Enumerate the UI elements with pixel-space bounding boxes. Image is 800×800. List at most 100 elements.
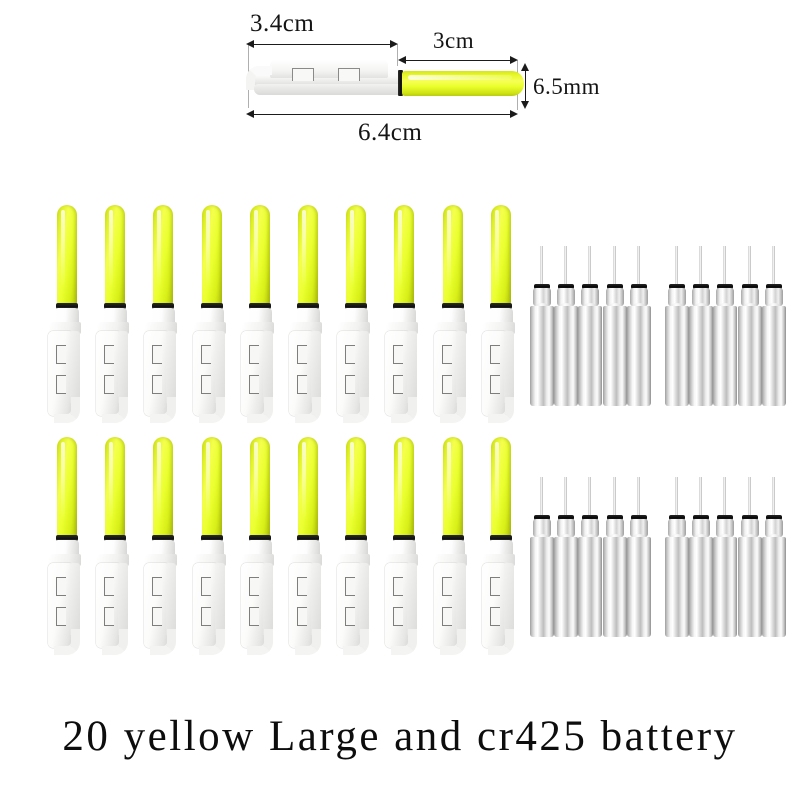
dimension-label-total-length: 6.4cm — [358, 119, 423, 146]
clip-hook — [391, 629, 418, 655]
clip-slot — [393, 345, 404, 364]
clip-hook — [150, 629, 177, 655]
glow-tip — [249, 205, 270, 305]
glow-tip — [201, 437, 222, 537]
clip-slot — [345, 607, 356, 626]
battery-pin-terminal — [699, 477, 703, 517]
battery-pin-terminal — [636, 477, 640, 517]
battery-body — [602, 306, 627, 406]
battery-body — [626, 306, 651, 406]
battery-pin-terminal — [588, 246, 592, 286]
clip-spine — [118, 563, 129, 635]
glow-tip — [394, 437, 415, 537]
sample-glow-tip-highlight — [408, 75, 512, 80]
clip-slot — [441, 375, 452, 394]
battery-pin-terminal — [636, 246, 640, 286]
battery-pin-terminal — [723, 477, 727, 517]
sample-clip-slot — [338, 68, 360, 81]
seal-band — [56, 303, 78, 309]
clip-slot — [200, 375, 211, 394]
battery-collar — [605, 519, 624, 537]
clip-spine — [262, 563, 273, 635]
clip-slot — [200, 577, 211, 596]
clip-slot — [56, 375, 66, 394]
seal-band — [345, 535, 368, 541]
sample-band — [398, 70, 403, 96]
clip-hook — [246, 397, 273, 423]
dimension-tick — [397, 44, 398, 66]
battery-collar — [740, 519, 759, 537]
battery-black-ring — [558, 284, 575, 289]
clip-spine — [407, 563, 418, 635]
glow-tip — [153, 437, 174, 537]
glow-tip — [490, 205, 511, 305]
clip-slot — [152, 577, 163, 596]
battery-pin-terminal — [747, 477, 751, 517]
battery-black-ring — [717, 515, 734, 520]
battery-body — [665, 306, 689, 406]
clip-slot — [248, 345, 259, 364]
battery-black-ring — [717, 284, 734, 289]
battery-pin-terminal — [564, 246, 568, 286]
seal-band — [297, 535, 319, 541]
clip-slot — [441, 607, 452, 626]
battery-pin-terminal — [747, 246, 751, 286]
sample-clip-lip — [254, 84, 404, 95]
clip-hook — [295, 397, 321, 423]
clip-slot — [152, 345, 163, 364]
sample-float-horizontal — [246, 56, 526, 112]
seal-band — [393, 535, 416, 541]
battery-collar — [740, 288, 759, 306]
glow-tip — [105, 205, 126, 305]
battery-black-ring — [606, 515, 623, 520]
battery-body — [665, 537, 689, 637]
clip-hook — [54, 397, 80, 423]
battery-collar — [764, 519, 783, 537]
battery-pin-terminal — [723, 246, 727, 286]
battery-body — [737, 306, 762, 406]
clip-slot — [393, 577, 404, 596]
clip-slot — [345, 375, 356, 394]
seal-band — [200, 303, 223, 309]
battery-collar — [668, 519, 686, 537]
clip-slot — [104, 607, 115, 626]
clip-slot — [345, 345, 356, 364]
battery-body — [554, 306, 579, 406]
battery-collar — [581, 519, 600, 537]
battery-black-ring — [693, 284, 710, 289]
clip-hook — [54, 629, 80, 655]
seal-band — [441, 303, 464, 309]
clip-spine — [214, 563, 225, 635]
clip-slot — [297, 375, 307, 394]
clip-spine — [407, 331, 418, 403]
clip-hook — [102, 397, 129, 423]
seal-band — [104, 303, 127, 309]
clip-hook — [343, 629, 370, 655]
battery-body — [530, 306, 554, 406]
battery-pin-terminal — [540, 246, 543, 286]
sample-clip-hook — [246, 66, 272, 90]
clip-spine — [503, 331, 514, 403]
clip-slot — [248, 607, 259, 626]
battery-pin-terminal — [675, 246, 678, 286]
clip-spine — [455, 563, 466, 635]
seal-band — [248, 303, 271, 309]
clip-spine — [359, 331, 370, 403]
battery-body — [578, 306, 603, 406]
battery-black-ring — [669, 284, 685, 289]
seal-band — [489, 535, 512, 541]
glow-tip — [394, 205, 415, 305]
glow-tip — [201, 205, 222, 305]
clip-spine — [214, 331, 225, 403]
glow-tip — [57, 437, 77, 537]
battery-black-ring — [630, 515, 647, 520]
clip-hook — [439, 397, 466, 423]
clip-spine — [311, 331, 321, 403]
battery-body — [737, 537, 762, 637]
seal-band — [393, 303, 416, 309]
battery-body — [554, 537, 579, 637]
battery-black-ring — [582, 515, 599, 520]
clip-hook — [487, 397, 514, 423]
clip-slot — [297, 345, 307, 364]
battery-pin-terminal — [612, 477, 616, 517]
